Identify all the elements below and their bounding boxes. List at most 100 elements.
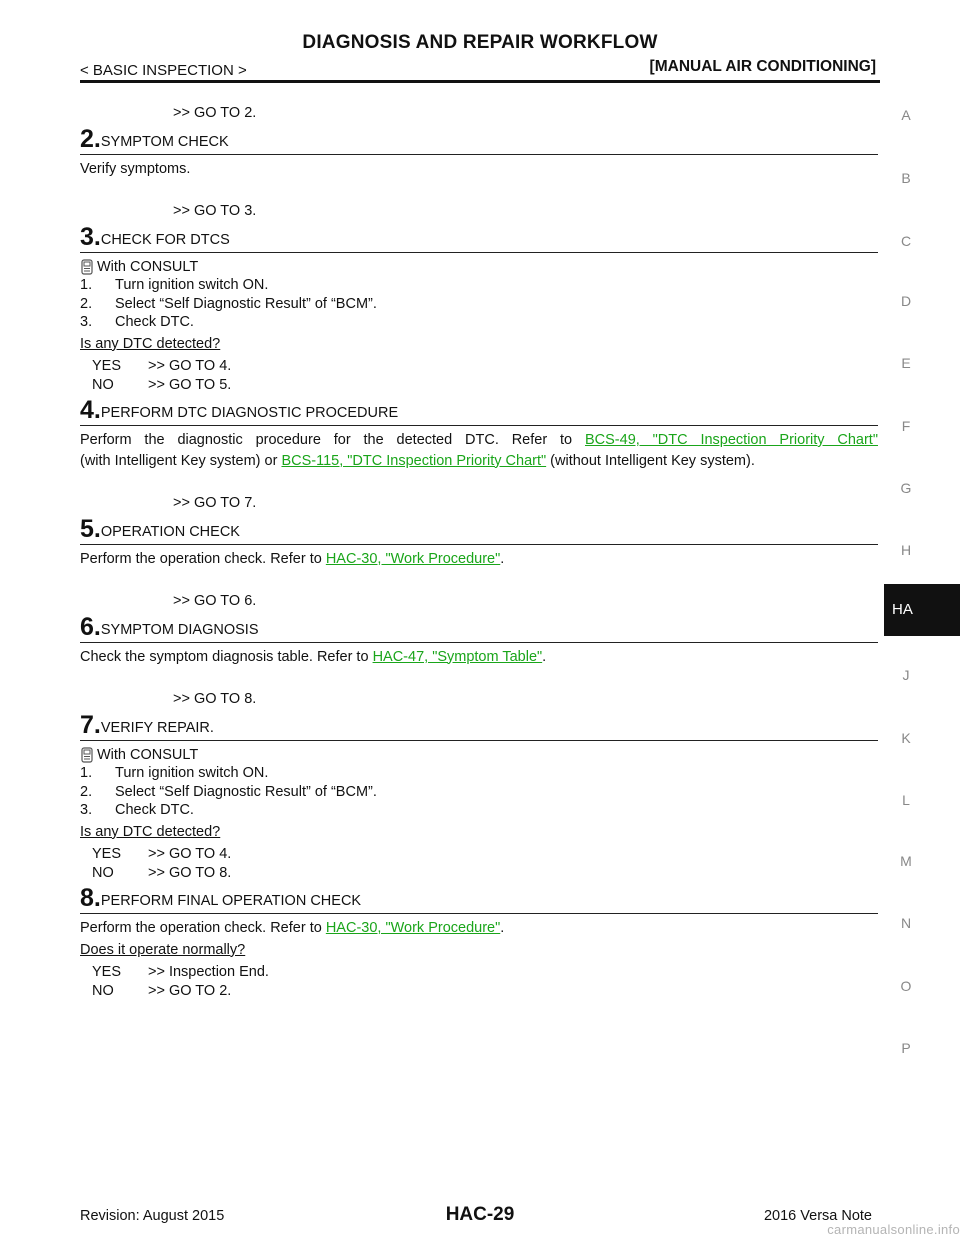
step-text: Perform the diagnostic procedure for the…	[80, 431, 878, 450]
side-index-letter[interactable]: C	[900, 233, 912, 249]
list-text: Select “Self Diagnostic Result” of “BCM”…	[115, 783, 377, 800]
step-number: 6.	[80, 612, 101, 641]
answer-key: YES	[92, 358, 122, 374]
step-text: Perform the operation check. Refer to HA…	[80, 550, 878, 569]
revision-date: Revision: August 2015	[80, 1208, 225, 1224]
step-heading-5: 5. OPERATION CHECK	[80, 514, 878, 545]
side-tab-current[interactable]: HA	[884, 584, 960, 636]
side-index-letter[interactable]: N	[900, 915, 912, 931]
step-title: CHECK FOR DTCS	[100, 231, 230, 248]
list-text: Check DTC.	[115, 314, 194, 330]
header-rule	[80, 80, 880, 83]
step-number: 2.	[80, 124, 101, 153]
answer-key: YES	[92, 846, 122, 862]
page-title: DIAGNOSIS AND REPAIR WORKFLOW	[302, 32, 658, 53]
question: Is any DTC detected?	[80, 823, 221, 840]
step-heading-3: 3. CHECK FOR DTCS	[80, 222, 878, 253]
step-heading-6: 6. SYMPTOM DIAGNOSIS	[80, 612, 878, 643]
list-item: 3. Check DTC.	[80, 801, 878, 820]
list-number: 2.	[80, 783, 93, 800]
answer-key: NO	[92, 982, 114, 999]
step-text: (with Intelligent Key system) or BCS-115…	[80, 452, 878, 471]
list-text: Check DTC.	[115, 802, 194, 818]
step-heading-2: 2. SYMPTOM CHECK	[80, 124, 878, 155]
document-body: >> GO TO 2. 2. SYMPTOM CHECK Verify symp…	[80, 104, 878, 1000]
vehicle-model: 2016 Versa Note	[763, 1208, 872, 1224]
question: Does it operate normally?	[80, 941, 246, 958]
step-text: Verify symptoms.	[80, 160, 191, 177]
step-title: VERIFY REPAIR.	[100, 719, 214, 736]
answer-row: NO>> GO TO 8.	[80, 864, 878, 883]
answer-key: NO	[92, 864, 114, 881]
side-index-letter[interactable]: E	[901, 355, 911, 371]
bcs-49-link[interactable]: BCS-49, "DTC Inspection Priority Chart"	[584, 432, 878, 448]
step-title: PERFORM DTC DIAGNOSTIC PROCEDURE	[100, 405, 399, 421]
answer-row: NO >> GO TO 2.	[80, 982, 878, 1001]
step-title: PERFORM FINAL OPERATION CHECK	[100, 893, 362, 909]
side-index-letter[interactable]: G	[900, 480, 912, 496]
list-text: Turn ignition switch ON.	[115, 765, 269, 781]
step-text: Check the symptom diagnosis table. Refer…	[80, 648, 878, 667]
hac-30-link[interactable]: HAC-30, "Work Procedure"	[325, 550, 501, 567]
list-text: Select “Self Diagnostic Result” of “BCM”…	[115, 295, 377, 312]
side-index-letter[interactable]: O	[900, 978, 912, 994]
answer-row: YES >> Inspection End.	[80, 963, 878, 982]
step-number: 5.	[80, 514, 101, 543]
consult-icon	[81, 747, 93, 763]
list-number: 3.	[80, 802, 93, 818]
list-item: 2. Select “Self Diagnostic Result” of “BC…	[80, 295, 878, 314]
answer-value: >> GO TO 5.	[148, 376, 232, 393]
list-number: 3.	[80, 314, 93, 330]
step-heading-8: 8. PERFORM FINAL OPERATION CHECK	[80, 886, 878, 914]
step-number: 3.	[80, 222, 101, 251]
system-label: [MANUAL AIR CONDITIONING]	[649, 58, 876, 75]
consult-label: With CONSULT	[97, 258, 199, 275]
bcs-115-link[interactable]: BCS-115, "DTC Inspection Priority Chart"	[281, 452, 547, 469]
step-title: SYMPTOM DIAGNOSIS	[100, 621, 259, 638]
answer-value: >> GO TO 4.	[148, 846, 232, 862]
goto-line: >> GO TO 2.	[173, 105, 257, 121]
side-index-letter[interactable]: M	[900, 853, 912, 869]
text-segment: (without Intelligent Key system).	[550, 452, 755, 469]
text-segment: .	[500, 550, 505, 567]
step-number: 8.	[80, 884, 101, 912]
text-segment: Check the symptom diagnosis table. Refer…	[80, 648, 369, 665]
side-index-letter[interactable]: D	[900, 293, 912, 309]
side-index-letter[interactable]: H	[900, 542, 912, 558]
text-segment: .	[542, 648, 547, 665]
step-number: 4.	[80, 396, 101, 424]
list-text: Turn ignition switch ON.	[115, 277, 269, 293]
question: Is any DTC detected?	[80, 335, 221, 352]
consult-icon	[81, 259, 93, 275]
text-segment: Perform the operation check. Refer to	[80, 920, 322, 936]
goto-line: >> GO TO 8.	[173, 691, 257, 707]
text-segment: .	[500, 920, 505, 936]
side-index-letter[interactable]: B	[901, 170, 911, 186]
goto-line: >> GO TO 7.	[173, 495, 257, 511]
side-index-letter[interactable]: L	[902, 792, 910, 808]
hac-30-link[interactable]: HAC-30, "Work Procedure"	[325, 920, 501, 936]
side-index-letter[interactable]: A	[901, 107, 911, 123]
step-number: 7.	[80, 710, 101, 739]
text-segment: Perform the operation check. Refer to	[80, 550, 322, 567]
answer-row: YES >> GO TO 4.	[80, 845, 878, 864]
hac-47-link[interactable]: HAC-47, "Symptom Table"	[372, 648, 543, 665]
page-number: HAC-29	[445, 1204, 515, 1225]
side-index-letter[interactable]: P	[901, 1040, 911, 1056]
list-number: 1.	[80, 277, 93, 293]
consult-line: With CONSULT	[80, 746, 878, 765]
text-segment: Perform the diagnostic procedure for the…	[80, 432, 573, 448]
answer-value: >> Inspection End.	[148, 964, 269, 980]
list-number: 2.	[80, 295, 93, 312]
answer-value: >> GO TO 2.	[148, 982, 232, 999]
goto-line: >> GO TO 6.	[173, 593, 257, 609]
side-index-letter[interactable]: J	[902, 667, 910, 683]
step-heading-7: 7. VERIFY REPAIR.	[80, 710, 878, 741]
goto-line: >> GO TO 3.	[173, 203, 257, 219]
list-number: 1.	[80, 765, 93, 781]
list-item: 3. Check DTC.	[80, 313, 878, 332]
answer-row: YES>> GO TO 4.	[80, 357, 878, 376]
side-index-letter[interactable]: F	[901, 418, 911, 434]
side-index-letter[interactable]: K	[901, 730, 911, 746]
answer-key: YES	[92, 964, 122, 980]
